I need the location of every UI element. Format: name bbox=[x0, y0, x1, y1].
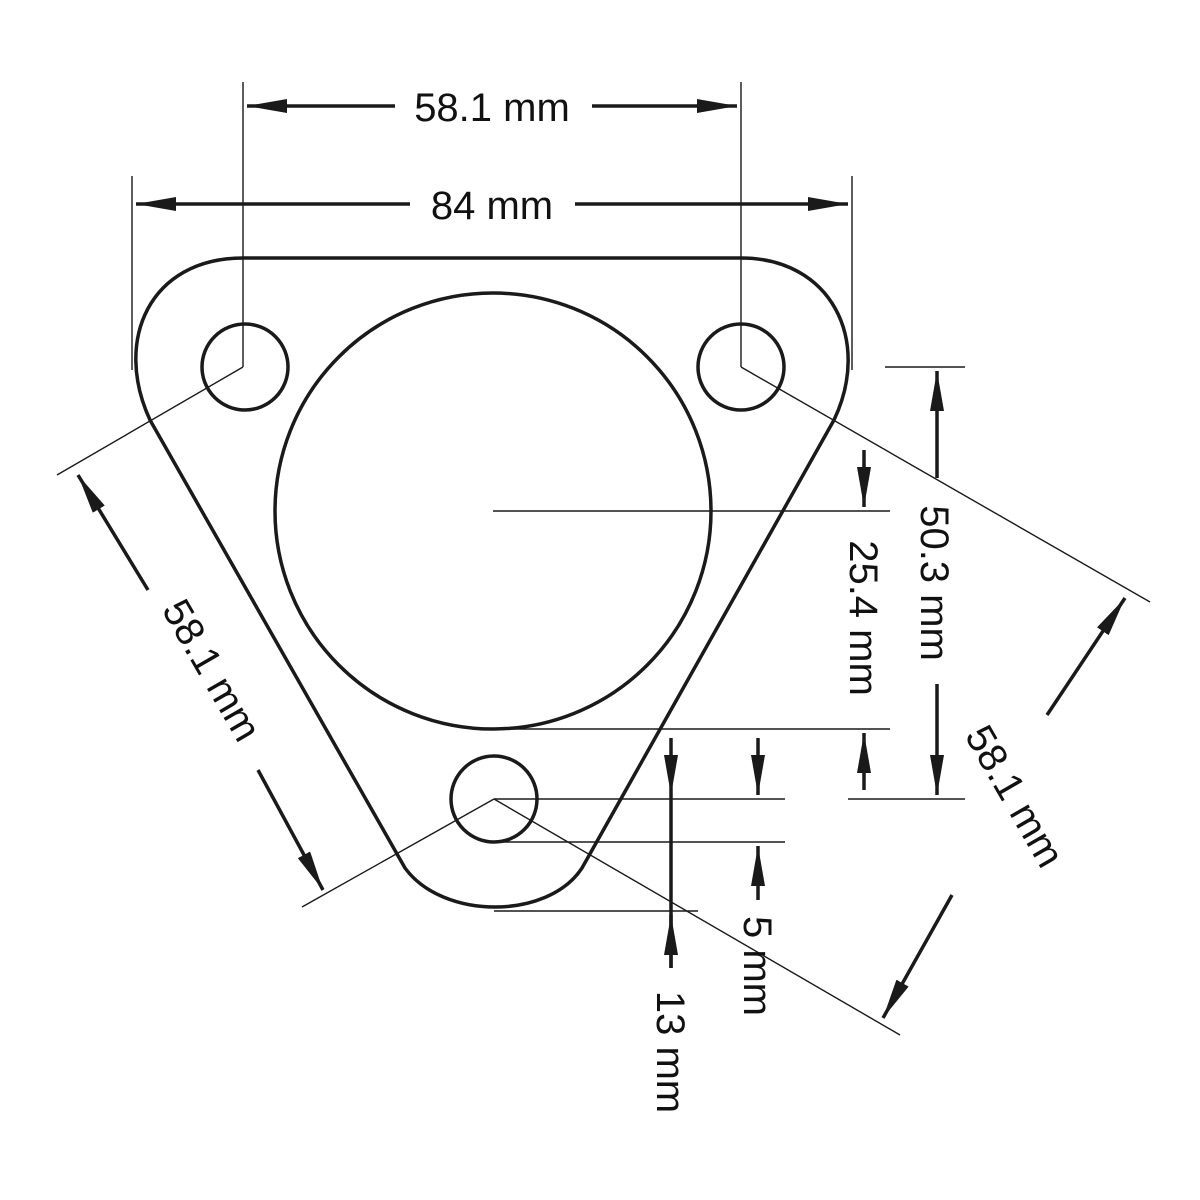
label-center-bore-radius: 25.4 mm bbox=[841, 540, 885, 696]
label-overall-width: 84 mm bbox=[431, 184, 553, 228]
bolt-hole-top-left bbox=[200, 322, 290, 412]
label-left-side-spacing: 58.1 mm bbox=[153, 592, 269, 749]
dimension-arrows bbox=[76, 99, 1127, 1019]
label-right-side-spacing: 58.1 mm bbox=[956, 718, 1072, 875]
label-top-hole-spacing: 58.1 mm bbox=[414, 86, 570, 130]
label-hole-radius: 5 mm bbox=[735, 916, 779, 1016]
flange-outer-edge bbox=[134, 256, 850, 909]
dim-line-right-side-bottom bbox=[881, 894, 954, 1019]
label-outer-height: 50.3 mm bbox=[912, 505, 956, 661]
dim-line-left-side-bottom bbox=[256, 769, 325, 891]
label-edge-radius: 13 mm bbox=[648, 991, 692, 1113]
dim-line-right-side-top bbox=[1045, 597, 1127, 716]
extension-lines bbox=[56, 82, 1151, 1036]
dim-line-left-side-top bbox=[76, 474, 150, 591]
dimension-labels: 58.1 mm 84 mm 58.1 mm 58.1 mm 50.3 mm 25… bbox=[153, 86, 1072, 1113]
